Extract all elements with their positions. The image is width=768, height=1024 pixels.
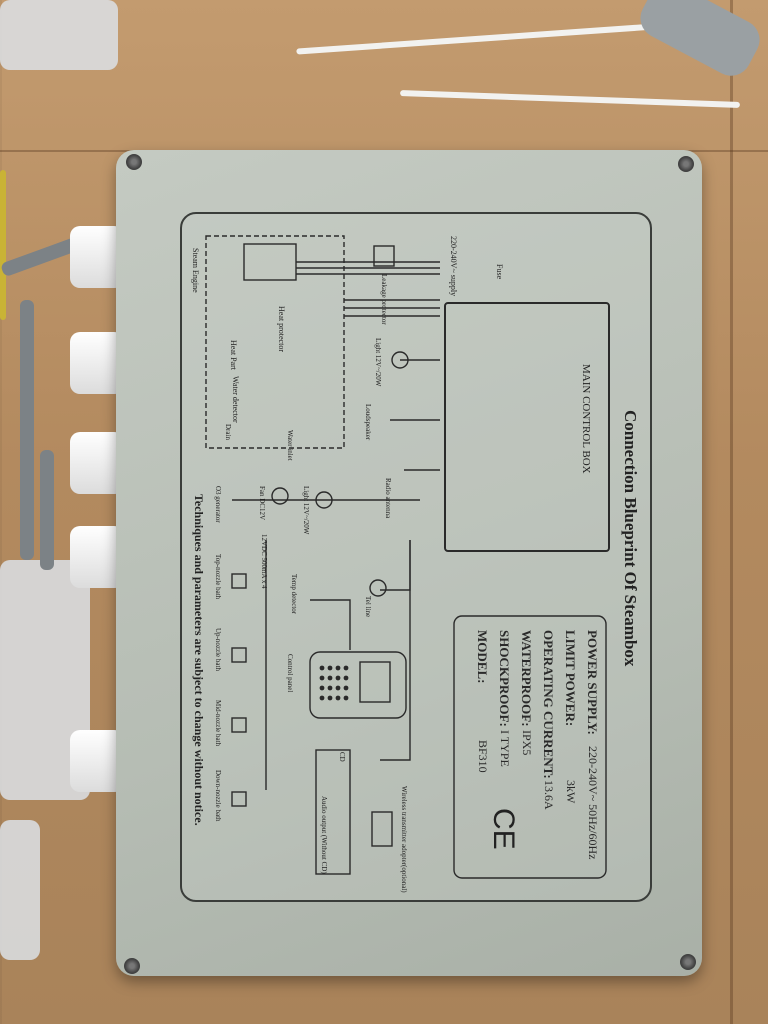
- cd-player-outline: [315, 749, 351, 875]
- fuse-label: Fuse: [495, 264, 504, 280]
- main-control-box-outline: [444, 302, 610, 552]
- plastic-bag-bottom-left-2: [0, 820, 40, 960]
- light2-label: Light 12V~/20W: [302, 486, 310, 535]
- screw-top-right: [678, 156, 694, 172]
- heat-part-label: Heat Part: [229, 340, 238, 370]
- tel-line-label: Tel line: [364, 596, 372, 618]
- light-label: Light 12V~/20W: [374, 338, 382, 387]
- spec-waterproof-key: WATERPROOF:: [519, 630, 534, 727]
- label-footer: Techniques and parameters are subject to…: [192, 494, 206, 826]
- ce-mark: CE: [487, 808, 520, 850]
- control-panel-label: Control panel: [286, 654, 294, 693]
- wireless-label: Wireless transmitter adopter(optional): [400, 786, 408, 893]
- leakage-label: Leakage protector: [380, 274, 388, 325]
- down-nozzle-label: Down-nozzle bath: [214, 770, 222, 822]
- steambox-enclosure: [116, 150, 702, 976]
- fan-label: Fan DC12V: [258, 486, 266, 521]
- spec-current-key: OPERATING CURRENT:: [541, 630, 556, 779]
- cable-gland-4: [70, 526, 122, 588]
- valve-symbols: [231, 573, 247, 807]
- spec-shockproof-value: I TYPE: [498, 730, 512, 767]
- supply-label: 220-240V~ supply: [449, 236, 458, 297]
- cable-gland-5: [70, 730, 122, 792]
- heat-part-block: [243, 243, 297, 281]
- cable-gland-1: [70, 226, 122, 288]
- main-control-box-label: MAIN CONTROL BOX: [580, 364, 592, 474]
- loudspeaker-label: Loudspeaker: [364, 404, 372, 441]
- specs-box: [453, 615, 607, 879]
- control-panel-display: [359, 661, 391, 703]
- steam-engine-outline: [205, 235, 345, 449]
- wire-bundle-2: [344, 299, 440, 317]
- temp-detector-label: Temp detector: [290, 574, 298, 615]
- plastic-bag-top-left: [0, 0, 118, 70]
- spec-model-value: BF310: [476, 740, 490, 773]
- spec-power-supply-value: 220-240V~ 50Hz/60Hz: [586, 746, 600, 860]
- gray-cable-2: [20, 300, 34, 560]
- control-panel-keys: [319, 665, 349, 701]
- radio-label: Radio antenna: [384, 478, 392, 519]
- up-nozzle-label: Up-nozzle bath: [214, 628, 222, 671]
- wire-cd: [380, 540, 411, 761]
- wire-temp: [310, 599, 351, 650]
- valves-label: 12VDC 500mA x 4: [260, 534, 268, 589]
- spec-power-supply-key: POWER SUPPLY:: [585, 630, 600, 735]
- wire-bundle-1: [296, 261, 440, 275]
- label-title: Connection Blueprint Of Steambox: [621, 410, 640, 667]
- screw-bottom-right: [680, 954, 696, 970]
- o3-generator-label: O3 generator: [214, 486, 222, 523]
- spec-current-value: 13.6A: [542, 780, 556, 810]
- tel-symbol: [369, 579, 387, 597]
- top-nozzle-label: Top-nozzle bath: [214, 554, 222, 600]
- wireless-adapter: [371, 811, 393, 847]
- water-detector-label: Water detector: [231, 376, 240, 423]
- screw-top-left: [126, 154, 142, 170]
- spec-waterproof-value: IPX5: [520, 730, 534, 756]
- steam-engine-label: Steam Engine: [191, 248, 200, 293]
- mid-nozzle-label: Mid-nozzle bath: [214, 700, 222, 747]
- screw-bottom-left: [124, 958, 140, 974]
- spec-limit-power-key: LIMIT POWER:: [563, 630, 578, 727]
- light2-symbol: [315, 491, 333, 509]
- control-panel-outline: [309, 651, 407, 719]
- cable-gland-2: [70, 332, 122, 394]
- water-inlet-label: Water inlet: [286, 430, 294, 461]
- gray-cable-3: [40, 450, 54, 570]
- drain-label: Drain: [224, 424, 232, 440]
- cable-gland-3: [70, 432, 122, 494]
- spec-shockproof-key: SHOCKPROOF:: [497, 630, 512, 727]
- light-symbol: [391, 351, 409, 369]
- spec-model-key: MODEL:: [475, 630, 490, 684]
- yellow-green-wire: [0, 170, 6, 320]
- audio-output-label: Audio output (Without CD): [320, 796, 328, 874]
- fan-symbol: [271, 487, 289, 505]
- leakage-protector-block: [373, 245, 395, 267]
- spec-limit-power-value: 3kW: [564, 780, 578, 804]
- cd-label: CD: [338, 752, 346, 762]
- cardboard-seam-vertical: [730, 0, 733, 1024]
- heat-protector-label: Heat protector: [277, 306, 286, 352]
- blueprint-label: [180, 212, 652, 902]
